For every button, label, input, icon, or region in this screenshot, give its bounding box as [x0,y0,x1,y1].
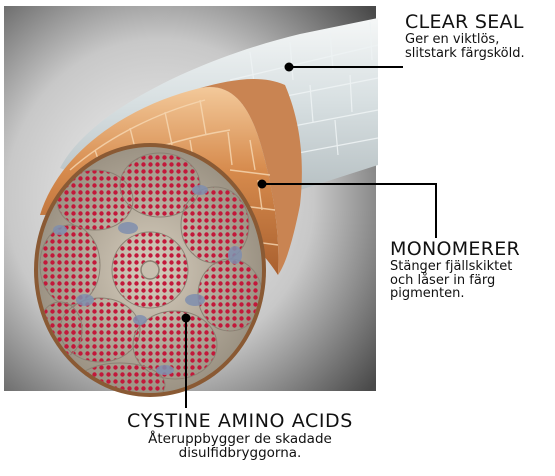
monomerer-label: MONOMERER Stänger fjällskiktet och låser… [390,240,555,301]
cystine-title: CYSTINE AMINO ACIDS [75,412,405,432]
clear-seal-desc-line1: Ger en viktlös, [405,33,555,47]
cystine-label: CYSTINE AMINO ACIDS Återuppbygger de ska… [75,412,405,460]
monomer-leader-dot [258,180,267,189]
monomerer-desc-line3: pigmenten. [390,287,555,301]
cystine-desc-line2: disulfidbryggorna. [75,446,405,460]
cystine-leader-dot [182,314,191,323]
cystine-desc-line1: Återuppbygger de skadade [75,432,405,446]
monomerer-title: MONOMERER [390,240,555,260]
clear-seal-leader-dot [285,63,294,72]
clear-seal-desc-line2: slitstark färgsköld. [405,47,555,61]
clear-seal-title: CLEAR SEAL [405,13,555,33]
monomerer-desc-line2: och låser in färg [390,274,555,288]
clear-seal-label: CLEAR SEAL Ger en viktlös, slitstark fär… [405,13,555,60]
monomerer-desc-line1: Stänger fjällskiktet [390,260,555,274]
